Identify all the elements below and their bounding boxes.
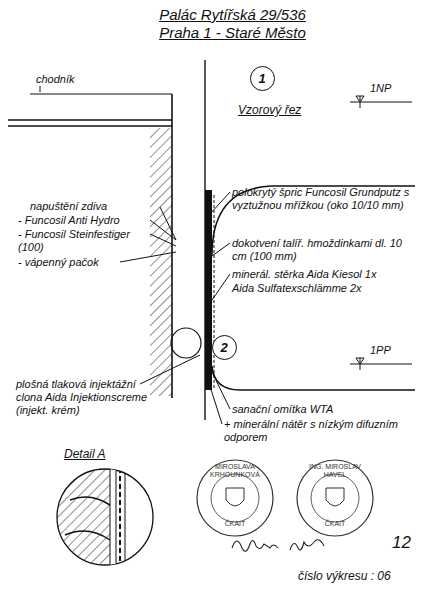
drawing-number: číslo výkresu : 06 <box>298 570 391 583</box>
annotation: - Funcosil Steinfestiger (100) <box>18 228 148 254</box>
stamp-text: ING. MIROSLAV HAVEL <box>303 463 367 479</box>
stamp-text: ČKAIT <box>313 520 357 528</box>
annotation: minerál. stěrka Aida Kiesol 1x <box>232 268 410 281</box>
callout-number: 2 <box>220 340 227 355</box>
level-label: 1NP <box>370 82 391 95</box>
annotation: napuštění zdiva <box>30 200 170 213</box>
drawing-title: Palác Rytířská 29/536 Praha 1 - Staré Mě… <box>140 6 325 42</box>
level-label: 1PP <box>370 344 391 357</box>
annotation: Aida Sulfatexschlämme 2x <box>232 282 410 295</box>
callout-circle: 2 <box>212 335 237 360</box>
annotation: + minerální nátěr s nízkým difuzním odpo… <box>224 418 404 444</box>
stamp-text: ČKAIT <box>213 520 257 528</box>
sheet-number: 12 <box>392 536 411 549</box>
detail-label: Detail A <box>64 448 106 461</box>
annotation: chodník <box>36 73 75 86</box>
annotation: - vápenný pačok <box>18 256 168 269</box>
section-title: Vzorový řez <box>238 104 301 117</box>
annotation: - Funcosil Anti Hydro <box>18 214 168 227</box>
annotation: dokotvení talíř. hmoždinkami dl. 10 cm (… <box>232 237 410 263</box>
annotation: plošná tlaková injektážní clona Aida Inj… <box>16 378 156 417</box>
annotation: sanační omítka WTA <box>232 403 410 416</box>
annotation: polokrytý špric Funcosil Grundputz s vyz… <box>232 186 410 212</box>
stamp-text: MIROSLAVA KRHOUNKOVÁ <box>203 463 267 479</box>
callout-number: 1 <box>258 71 265 86</box>
callout-circle: 1 <box>250 66 275 91</box>
